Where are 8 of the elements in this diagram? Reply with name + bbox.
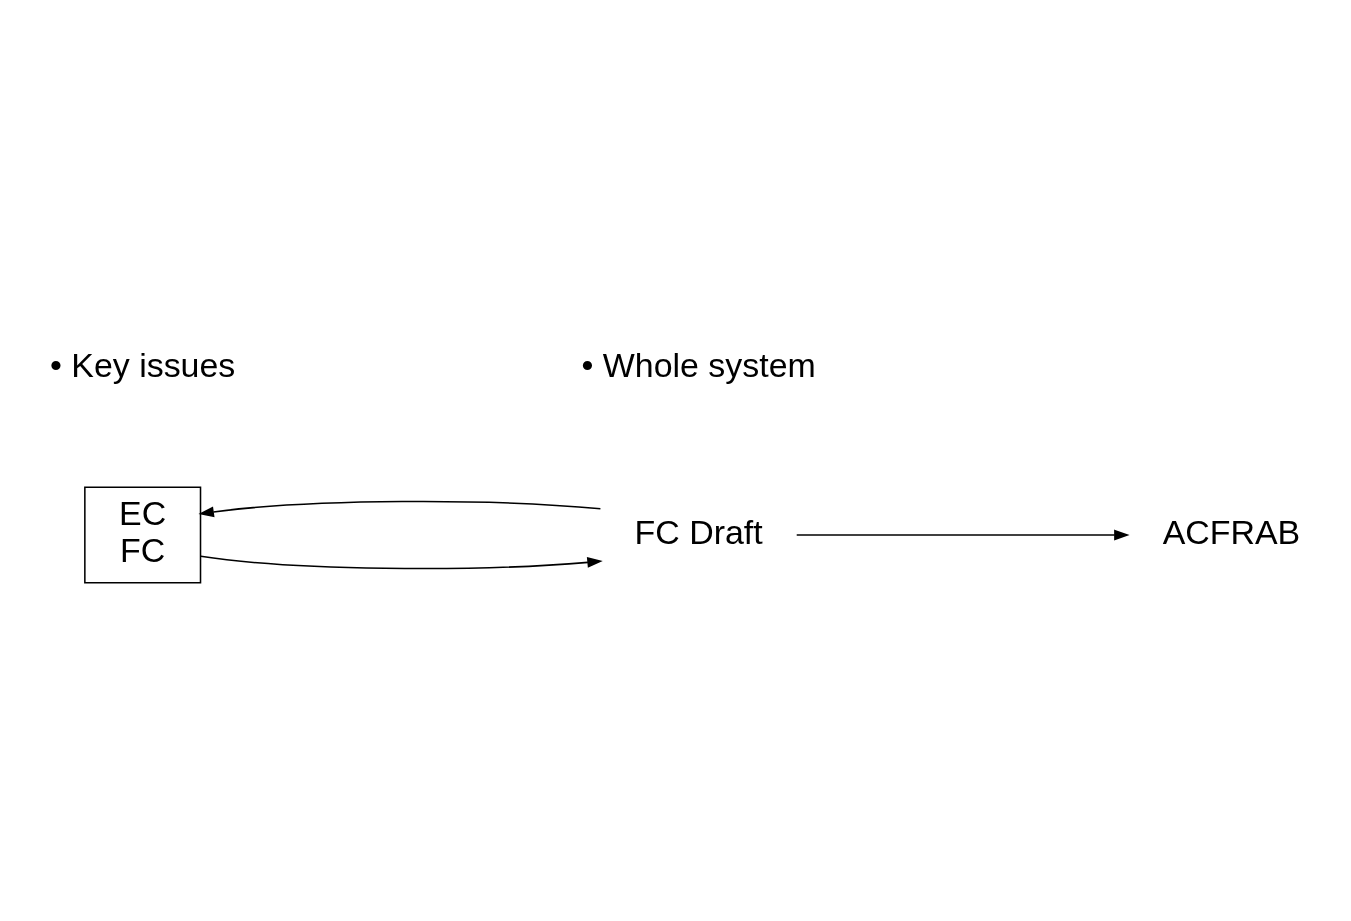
node-text: ACFRAB bbox=[1162, 512, 1301, 551]
arrow bbox=[198, 500, 602, 517]
node-box: EC FC bbox=[84, 485, 202, 584]
label: • Key issues bbox=[50, 345, 236, 384]
label: • Whole system bbox=[581, 345, 816, 384]
arrow bbox=[795, 529, 1130, 540]
arrow bbox=[200, 555, 603, 569]
node-text: FC Draft bbox=[634, 512, 763, 551]
